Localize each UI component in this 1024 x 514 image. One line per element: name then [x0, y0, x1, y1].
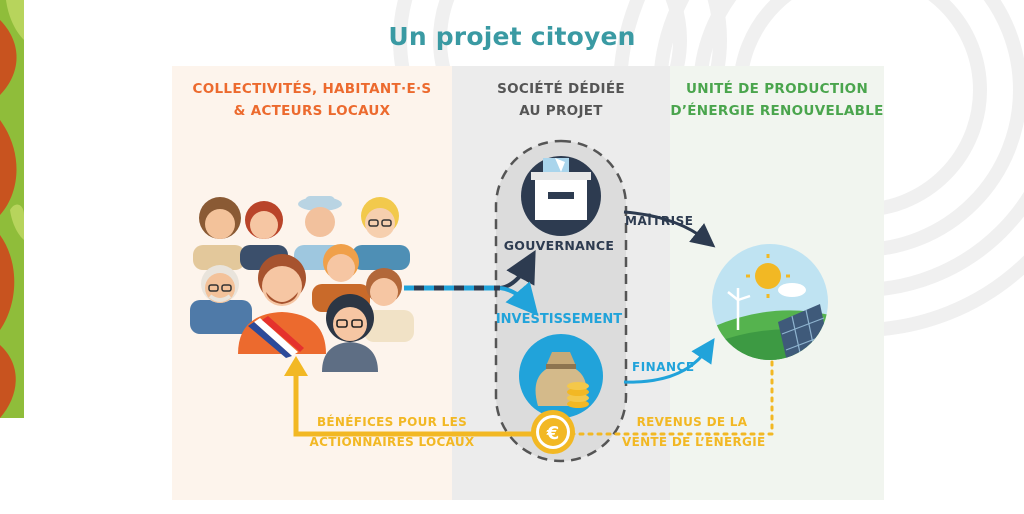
- svg-text:€: €: [546, 423, 560, 444]
- person-elderly-glasses: [190, 265, 252, 334]
- label-revenus-line2: VENTE DE L’ÉNERGIE: [622, 435, 766, 449]
- ballot-box-icon: [521, 156, 601, 236]
- maitrise-arrow: [623, 210, 716, 248]
- revenue-dotted-line: [570, 360, 774, 436]
- heading-production-unit: UNITÉ DE PRODUCTION D’ÉNERGIE RENOUVELAB…: [670, 78, 884, 122]
- heading-dedicated-company-line2: AU PROJET: [519, 103, 603, 119]
- person-brown-hair: [364, 268, 414, 342]
- renewable-energy-icon: [712, 244, 828, 360]
- person-dark-hair-glasses: [322, 294, 378, 372]
- label-investissement: INVESTISSEMENT: [495, 312, 623, 327]
- benefits-arrowhead: [284, 356, 308, 376]
- label-benefices: BÉNÉFICES POUR LES ACTIONNAIRES LOCAUX: [302, 412, 482, 452]
- label-gouvernance: GOUVERNANCE: [503, 238, 615, 253]
- heading-local-actors-line1: COLLECTIVITÉS, HABITANT·E·S: [192, 81, 432, 97]
- label-maitrise: MAÎTRISE: [625, 214, 694, 228]
- label-revenus-line1: REVENUS DE LA: [636, 415, 748, 429]
- person-glasses-blond: [352, 197, 410, 270]
- heading-dedicated-company: SOCIÉTÉ DÉDIÉE AU PROJET: [452, 78, 670, 122]
- person-mayor: [238, 254, 326, 358]
- heading-local-actors: COLLECTIVITÉS, HABITANT·E·S & ACTEURS LO…: [172, 78, 452, 122]
- heading-production-unit-line1: UNITÉ DE PRODUCTION: [685, 81, 869, 97]
- benefits-arrow: [293, 372, 534, 437]
- money-bag-icon: [519, 334, 603, 418]
- heading-production-unit-line2: D’ÉNERGIE RENOUVELABLE: [670, 103, 884, 119]
- label-benefices-line2: ACTIONNAIRES LOCAUX: [309, 435, 475, 449]
- to-investment-arrow: [499, 281, 539, 317]
- label-finance: FINANCE: [632, 360, 695, 374]
- euro-coin-icon: €: [531, 410, 575, 454]
- label-revenus: REVENUS DE LA VENTE DE L’ÉNERGIE: [622, 412, 766, 452]
- label-benefices-line1: BÉNÉFICES POUR LES: [316, 415, 468, 429]
- heading-dedicated-company-line1: SOCIÉTÉ DÉDIÉE: [497, 81, 625, 97]
- diagram-title: Un projet citoyen: [388, 22, 636, 51]
- person-curly-hair: [193, 197, 245, 270]
- people-group-icon: [190, 196, 414, 372]
- heading-local-actors-line2: & ACTEURS LOCAUX: [233, 103, 391, 119]
- finance-arrow: [623, 338, 715, 384]
- left-color-band: [0, 0, 24, 418]
